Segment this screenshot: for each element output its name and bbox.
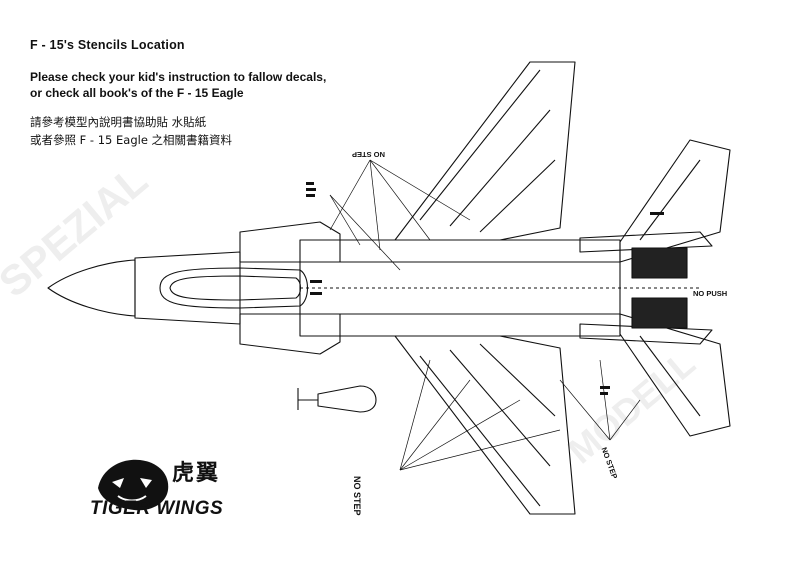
instruction-line-1: Please check your kid's instruction to f…: [30, 70, 327, 84]
instruction-zh-line-2: 或者參照 F - 15 Eagle 之相關書籍資料: [30, 133, 233, 147]
wing-lower: [394, 335, 576, 515]
canopy: [159, 267, 309, 309]
logo-chinese: 虎翼: [172, 461, 221, 486]
nose-cone: [47, 259, 136, 317]
intake-lower: [239, 313, 341, 355]
wing-upper: [394, 61, 576, 241]
nozzle-upper: [631, 247, 688, 279]
stabilator-lower: [619, 313, 731, 437]
tiger-head-icon: [98, 459, 169, 511]
logo-tiger-wings: TIGER WINGS: [90, 498, 224, 519]
stencil-marks: [306, 182, 664, 395]
instruction-line-2: or check all book's of the F - 15 Eagle: [30, 86, 244, 100]
canopy-frame: [169, 275, 302, 301]
vertical-tail-upper: [579, 231, 713, 253]
no-step-label-bottom: NO STEP: [352, 476, 362, 516]
no-push-label: NO PUSH: [693, 289, 728, 298]
intake-upper: [239, 221, 341, 263]
forward-fuselage: [134, 251, 241, 325]
external-tank: [317, 385, 377, 413]
instruction-zh-line-1: 請參考模型內說明書協助貼 水貼紙: [30, 115, 207, 129]
no-step-label-top: NO STEP: [352, 150, 385, 159]
nozzle-lower: [631, 297, 688, 329]
page-title: F - 15's Stencils Location: [30, 38, 185, 52]
vertical-tail-lower: [579, 323, 713, 345]
stabilator-upper: [619, 139, 731, 263]
center-fuselage: [299, 239, 621, 337]
